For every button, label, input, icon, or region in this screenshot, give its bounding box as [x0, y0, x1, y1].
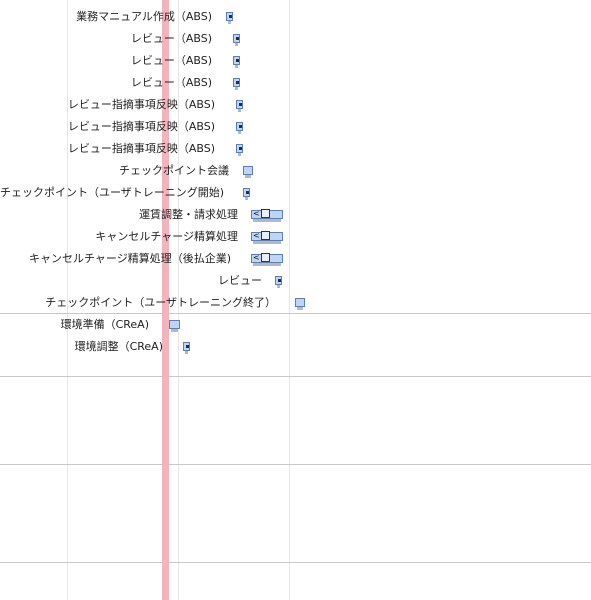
square-dot-icon [239, 125, 242, 128]
task-label: レビュー [218, 274, 262, 287]
task-label: キャンセルチャージ精算処理 [95, 230, 238, 243]
task-bar[interactable] [243, 188, 250, 200]
task-label: レビュー（ABS) [130, 32, 212, 45]
square-dot-icon [239, 147, 242, 150]
gridline [178, 0, 179, 600]
task-bar[interactable] [183, 342, 190, 354]
arrow-left-icon: < [253, 253, 260, 262]
task-bar[interactable] [226, 12, 233, 24]
task-bar[interactable] [236, 100, 243, 112]
square-dot-icon [186, 345, 189, 348]
group-separator [0, 464, 591, 465]
square-dot-icon [278, 279, 281, 282]
task-label: 業務マニュアル作成（ABS) [76, 10, 212, 23]
square-dot-icon [236, 59, 239, 62]
task-bar[interactable] [275, 276, 282, 288]
square-dot-icon [229, 15, 232, 18]
group-separator [0, 313, 591, 314]
task-bar[interactable]: < [251, 209, 283, 222]
task-bar[interactable]: < [251, 231, 283, 244]
task-label: 運賃調整・請求処理 [139, 208, 238, 221]
task-label: レビュー指摘事項反映（ABS) [67, 120, 215, 133]
task-label: キャンセルチャージ精算処理（後払企業) [29, 252, 231, 265]
square-dot-icon [239, 103, 242, 106]
task-label: チェックポイント（ユーザトレーニング開始) [0, 186, 225, 199]
task-label: チェックポイント（ユーザトレーニング終了） [45, 296, 276, 309]
task-label: レビュー（ABS) [130, 76, 212, 89]
gridline [289, 0, 290, 600]
task-label: レビュー指摘事項反映（ABS) [67, 142, 215, 155]
task-bar[interactable] [233, 34, 240, 46]
square-dot-icon [236, 81, 239, 84]
task-bar[interactable] [295, 298, 305, 310]
box-icon [261, 231, 270, 240]
gridline [67, 0, 68, 600]
group-separator [0, 562, 591, 563]
task-label: 環境準備（CReA) [60, 318, 149, 331]
task-label: 環境調整（CReA) [74, 340, 163, 353]
task-bar[interactable] [236, 144, 243, 156]
square-dot-icon [246, 191, 249, 194]
task-label: チェックポイント会議 [119, 164, 229, 177]
task-bar[interactable] [233, 78, 240, 90]
task-bar[interactable]: < [251, 253, 283, 266]
today-marker [162, 0, 169, 600]
task-label: レビュー指摘事項反映（ABS) [67, 98, 215, 111]
arrow-left-icon: < [253, 209, 260, 218]
arrow-left-icon: < [253, 231, 260, 240]
box-icon [261, 209, 270, 218]
task-bar[interactable] [233, 56, 240, 68]
group-separator [0, 376, 591, 377]
task-bar[interactable] [236, 122, 243, 134]
task-bar[interactable] [243, 166, 253, 178]
box-icon [261, 253, 270, 262]
task-bar[interactable] [169, 320, 180, 332]
square-dot-icon [236, 37, 239, 40]
task-label: レビュー（ABS) [130, 54, 212, 67]
